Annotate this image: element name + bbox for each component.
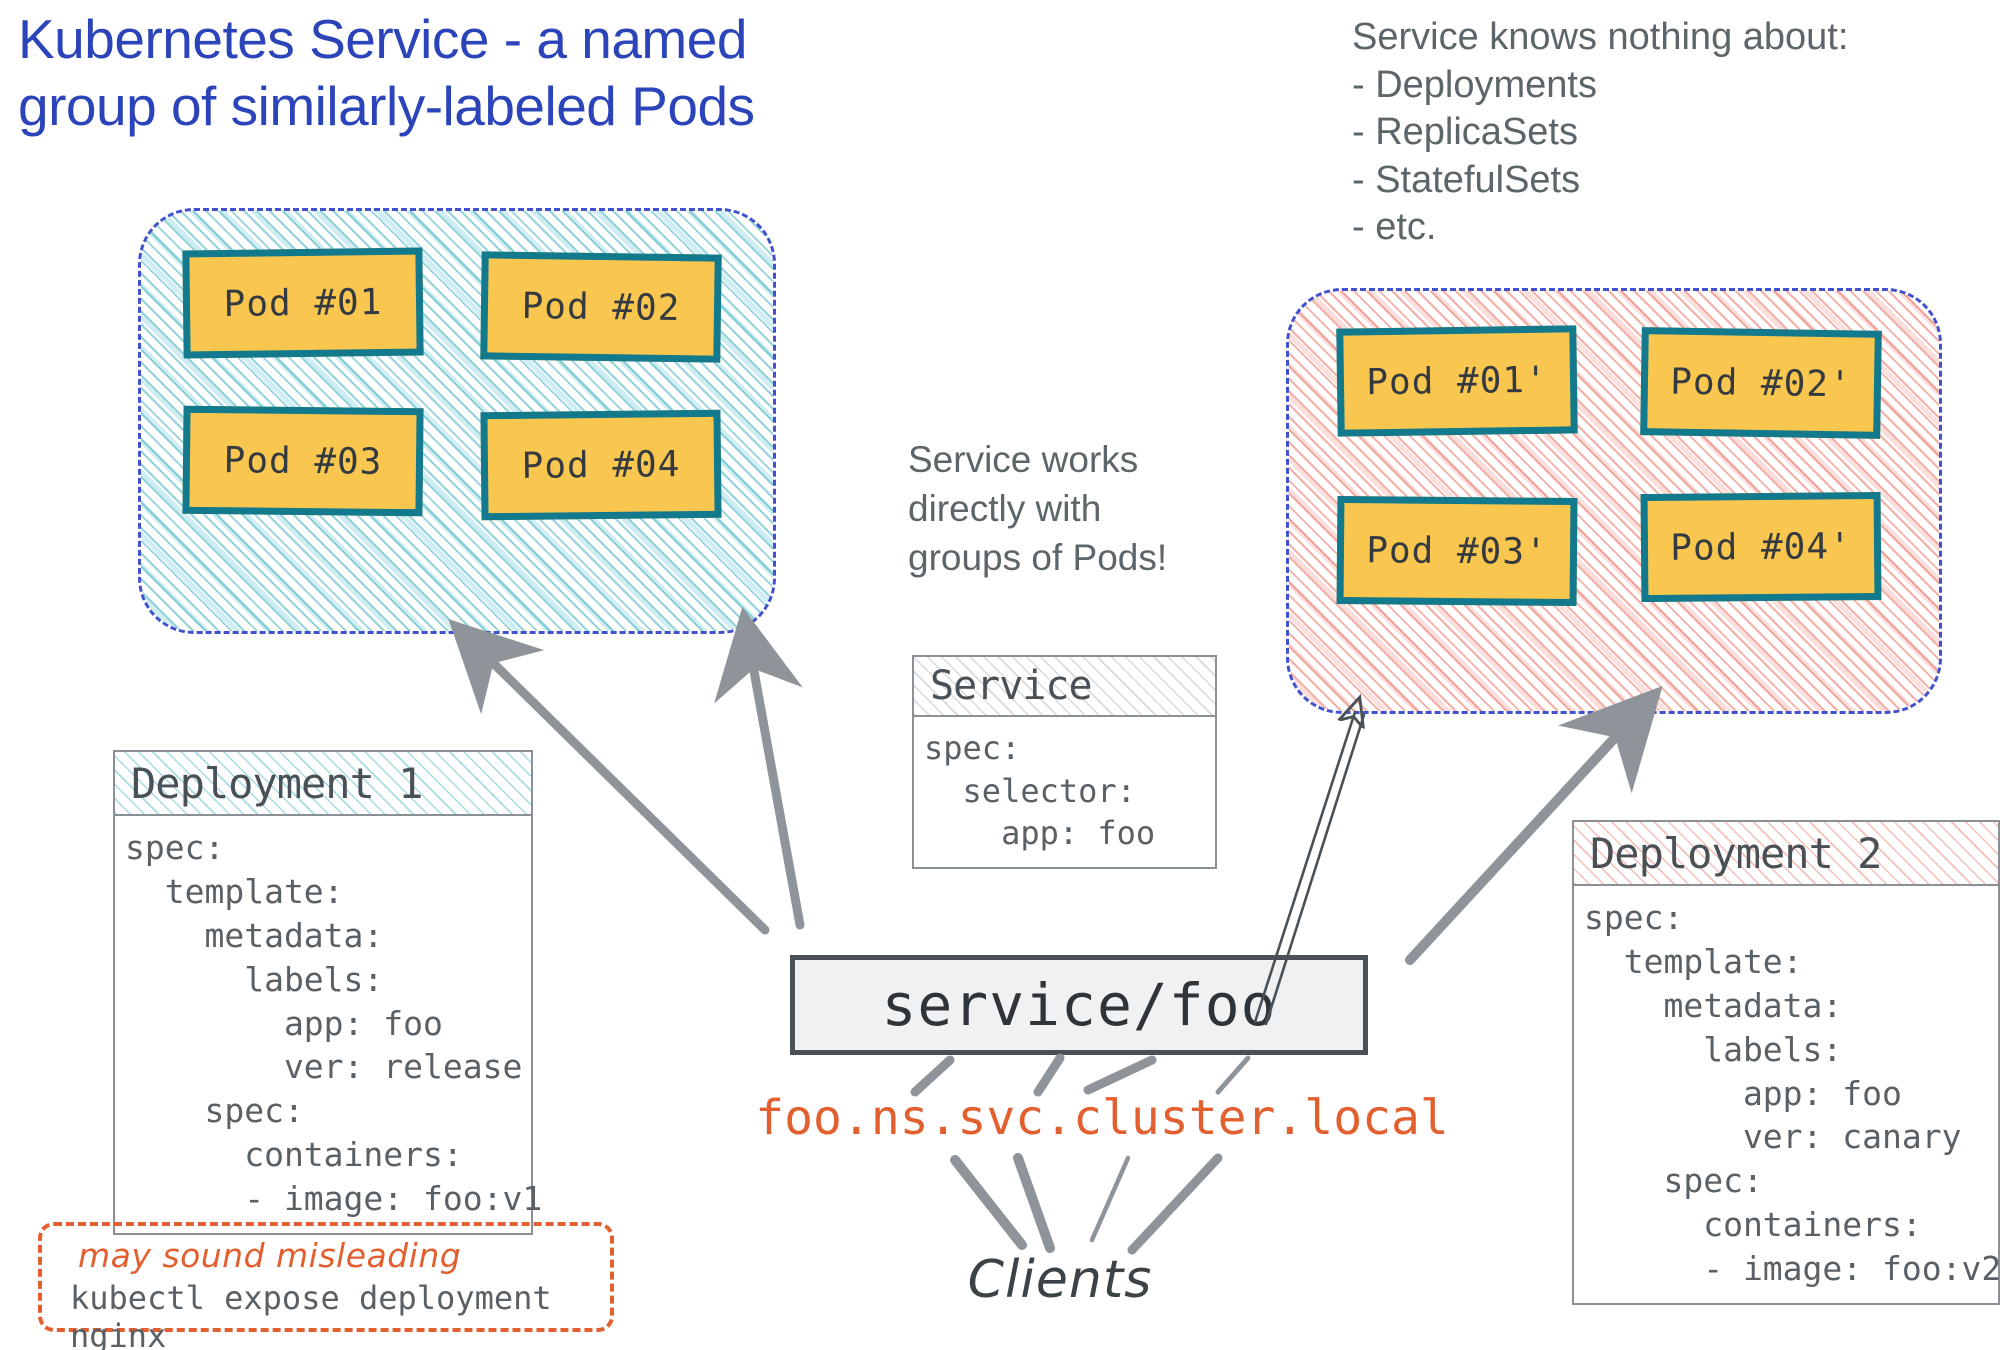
pod-box[interactable]: Pod #03'	[1336, 495, 1578, 607]
deployment-2-box: Deployment 2 spec: template: metadata: l…	[1572, 820, 2000, 1305]
hatch-pattern-teal	[115, 752, 531, 814]
deployment-1-spec: spec: template: metadata: labels: app: f…	[113, 816, 542, 1235]
note-service-knows-nothing: Service knows nothing about: - Deploymen…	[1352, 16, 1849, 248]
misleading-note-command: kubectl expose deployment nginx	[70, 1279, 552, 1350]
deployment-1-header: Deployment 1	[113, 750, 533, 816]
pod-group-left: Pod #01 Pod #02 Pod #03 Pod #04	[138, 208, 776, 634]
service-spec-header: Service	[912, 655, 1217, 717]
arrow-servicefoo-to-left-pods	[714, 606, 805, 930]
arrows-servicefoo-to-clients	[910, 1053, 1251, 1255]
deployment-2-header: Deployment 2	[1572, 820, 2000, 886]
hatch-pattern-gray	[914, 657, 1215, 715]
service-spec-title: Service	[930, 663, 1093, 709]
deployment-1-title: Deployment 1	[131, 758, 423, 808]
service-spec-box: Service spec: selector: app: foo	[912, 655, 1217, 869]
deployment-1-box: Deployment 1 spec: template: metadata: l…	[113, 750, 542, 1235]
misleading-note-caption: may sound misleading	[78, 1236, 462, 1275]
pod-box[interactable]: Pod #04	[480, 409, 722, 521]
pod-box[interactable]: Pod #04'	[1640, 491, 1882, 603]
service-spec-body: spec: selector: app: foo	[912, 717, 1217, 869]
note-service-works-directly: Service works directly with groups of Po…	[908, 439, 1168, 578]
deployment-2-spec: spec: template: metadata: labels: app: f…	[1572, 886, 2000, 1305]
service-foo-chip[interactable]: service/foo	[790, 955, 1368, 1055]
misleading-note: may sound misleading kubectl expose depl…	[38, 1222, 614, 1350]
deployment-2-title: Deployment 2	[1590, 828, 1882, 878]
pod-box[interactable]: Pod #03	[182, 405, 424, 517]
pod-box[interactable]: Pod #02	[480, 251, 722, 363]
pod-box[interactable]: Pod #02'	[1640, 327, 1882, 439]
hatch-pattern-pink	[1574, 822, 1998, 884]
pod-box[interactable]: Pod #01'	[1336, 325, 1578, 437]
pod-group-right: Pod #01' Pod #02' Pod #03' Pod #04'	[1286, 288, 1942, 714]
pod-box[interactable]: Pod #01	[182, 247, 424, 359]
clients-label: Clients	[967, 1250, 1153, 1310]
service-fqdn-label: foo.ns.svc.cluster.local	[755, 1090, 1449, 1146]
page-title: Kubernetes Service - a named group of si…	[18, 8, 755, 138]
